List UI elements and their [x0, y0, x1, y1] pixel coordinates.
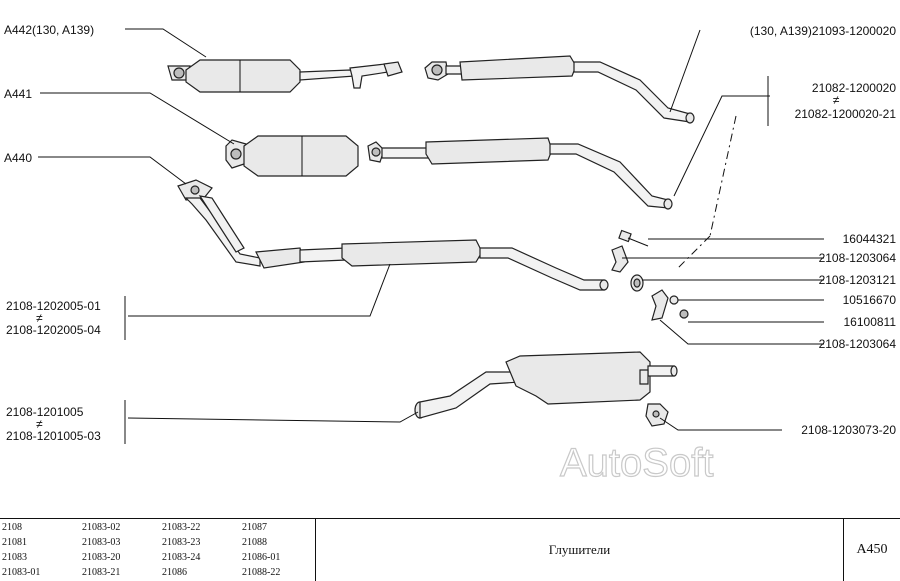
- label-front-pipe-b: 2108-1202005-04: [6, 323, 101, 337]
- model-code: 21088-22: [242, 567, 281, 578]
- model-code: 21083-03: [82, 537, 121, 548]
- cushion: [630, 274, 644, 292]
- model-code: 21083-01: [2, 567, 41, 578]
- label-muffler-130: (130, A139)21093-1200020: [750, 24, 896, 38]
- label-muffler-21082-b: 21082-1200020-21: [795, 107, 897, 121]
- exhaust-system-diagram: A442(130, A139) A441 A440 (130, A139)210…: [4, 23, 897, 486]
- alt-symbol-1: ≠: [833, 93, 840, 107]
- watermark: AutoSoft: [560, 441, 713, 485]
- alt-symbol-2: ≠: [36, 311, 43, 325]
- model-code: 21083-22: [162, 522, 201, 533]
- model-code: 21086: [162, 567, 187, 578]
- nut-16100811: [679, 309, 689, 319]
- sheet-code: A450: [856, 542, 888, 557]
- label-clamp-lower: 2108-1203064: [819, 337, 897, 351]
- model-code: 21087: [242, 522, 267, 533]
- title-block: 2108 21083-02 21083-22 21087 21081 21083-03 21…: [0, 518, 900, 581]
- label-a442: A442(130, A139): [4, 23, 94, 37]
- label-washer: 10516670: [843, 293, 897, 307]
- label-front-pipe-a: 2108-1202005-01: [6, 299, 101, 313]
- catalytic-converter-a442: [167, 59, 403, 93]
- label-cushion: 2108-1203121: [819, 273, 897, 287]
- sheet-title: Глушители: [316, 519, 844, 581]
- label-rear-cushion: 2108-1203073-20: [801, 423, 896, 437]
- label-rear-muffler-b: 2108-1201005-03: [6, 429, 101, 443]
- front-pipe-and-middle-muffler: [177, 179, 609, 291]
- label-a440: A440: [4, 151, 32, 165]
- model-list: 2108 21083-02 21083-22 21087 21081 21083-03 21…: [0, 519, 316, 581]
- model-code: 21083-21: [82, 567, 121, 578]
- bolt-16044321: [618, 229, 649, 247]
- label-rear-muffler-a: 2108-1201005: [6, 405, 84, 419]
- label-a441: A441: [4, 87, 32, 101]
- model-code: 21086-01: [242, 552, 281, 563]
- catalytic-converter-a441: [225, 135, 385, 177]
- model-code: 2108: [2, 522, 22, 533]
- model-code: 21083-02: [82, 522, 121, 533]
- model-code: 21088: [242, 537, 267, 548]
- muffler-21082: [381, 137, 673, 210]
- label-muffler-21082-a: 21082-1200020: [812, 81, 896, 95]
- model-code: 21083: [2, 552, 27, 563]
- clamp-lower: [651, 289, 669, 321]
- label-clamp-upper: 2108-1203064: [819, 251, 897, 265]
- label-nut: 16100811: [844, 315, 897, 329]
- rear-cushion: [645, 403, 669, 427]
- washer-10516670: [669, 295, 679, 305]
- label-bolt: 16044321: [843, 232, 897, 246]
- alt-symbol-3: ≠: [36, 417, 43, 431]
- model-code: 21083-23: [162, 537, 201, 548]
- model-code: 21083-20: [82, 552, 121, 563]
- model-code: 21081: [2, 537, 27, 548]
- muffler-21093: [424, 55, 695, 124]
- model-code: 21083-24: [162, 552, 201, 563]
- leader-lines: [38, 28, 824, 444]
- clamp-upper: [611, 245, 629, 273]
- rear-muffler: [414, 351, 678, 419]
